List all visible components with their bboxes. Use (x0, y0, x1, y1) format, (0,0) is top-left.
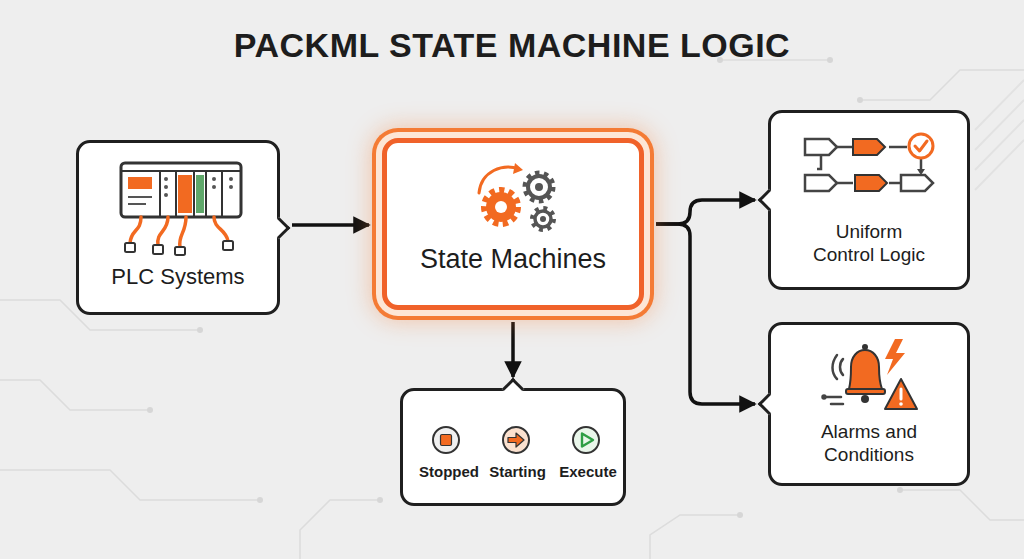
callout-tail (758, 393, 781, 416)
node-label: PLC Systems (111, 264, 244, 290)
state-item: Stopped (411, 415, 487, 495)
plc-box: PLC Systems (76, 140, 280, 315)
callout-tail (502, 378, 525, 401)
diagram-title: PACKML STATE MACHINE LOGIC (0, 26, 1024, 65)
callout-tail (268, 216, 291, 239)
execute-icon (571, 425, 601, 455)
state-machine-box: State Machines (382, 138, 644, 310)
alarms-box: Alarms and Conditions (768, 322, 970, 486)
node-label: Uniform Control Logic (805, 221, 933, 267)
gears-icon (463, 157, 573, 237)
stopped-icon (431, 425, 461, 455)
state-item: Starting (481, 415, 554, 495)
plc-icon (116, 157, 246, 257)
flow-arrow (656, 200, 755, 224)
flow-arrow (511, 322, 515, 377)
flowchart-icon (797, 129, 947, 209)
node-label: State Machines (420, 243, 606, 275)
flow-arrow (656, 224, 755, 404)
control-logic-box: Uniform Control Logic (768, 110, 970, 290)
state-label: Stopped (419, 463, 479, 481)
state-label: Execute (559, 463, 617, 481)
node-label: Alarms and Conditions (805, 421, 933, 467)
callout-tail (758, 189, 781, 212)
starting-icon (501, 425, 531, 455)
alarm-icon (821, 337, 921, 417)
state-sequence-box: Stopped Starting Execute (400, 388, 626, 506)
state-label: Starting (489, 463, 546, 481)
state-item: Execute (551, 415, 625, 495)
flow-arrow (292, 223, 369, 227)
